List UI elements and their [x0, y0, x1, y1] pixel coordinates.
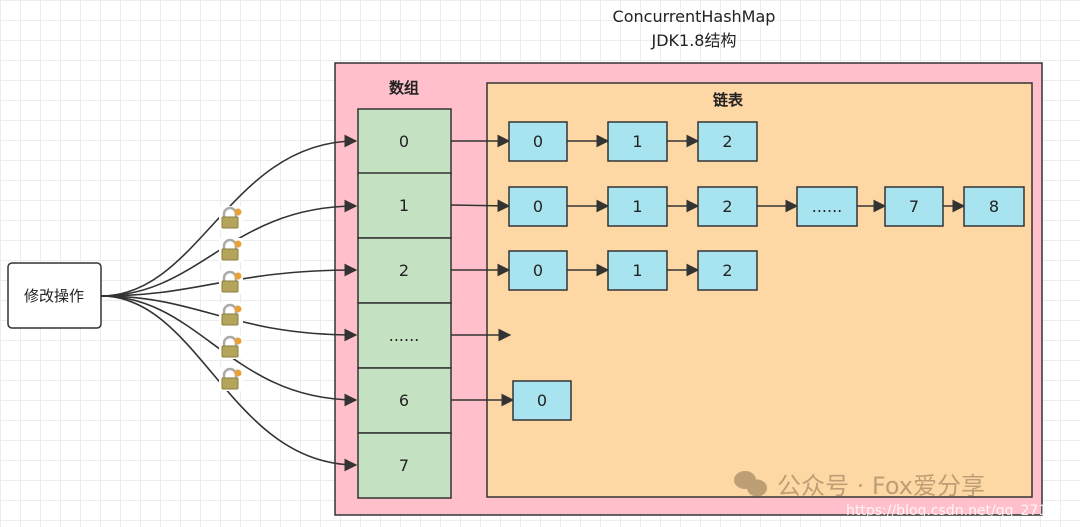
list-node: [607, 250, 668, 291]
list-node-label: 2: [722, 132, 732, 151]
list-node: [796, 186, 858, 227]
array-cell-label: 6: [399, 391, 409, 410]
linked-list-label: 链表: [713, 91, 744, 109]
lock-icon: [219, 303, 243, 327]
watermark-url: https://blog.csdn.net/qq_27184497: [846, 503, 1080, 519]
lock-icon: [219, 270, 243, 294]
array-cell-label: 0: [399, 132, 409, 151]
list-node-label: 7: [909, 197, 919, 216]
lock-icon: [219, 206, 243, 230]
array-cell: [357, 367, 452, 434]
list-node: [697, 121, 758, 162]
array-cell-label: ......: [389, 326, 420, 345]
list-node-label: ......: [812, 197, 843, 216]
modify-arrow: [100, 295, 358, 472]
list-node-label: 2: [722, 261, 732, 280]
list-node-label: 1: [632, 132, 642, 151]
list-node-label: 0: [533, 261, 543, 280]
watermark-wechat: 公众号 · Fox爱分享: [777, 472, 985, 500]
array-cell: [357, 432, 452, 499]
list-node-label: 0: [533, 132, 543, 151]
list-node-label: 0: [537, 391, 547, 410]
lock-icon: [219, 367, 243, 391]
modify-arrow: [100, 295, 358, 407]
list-node: [508, 250, 568, 291]
list-node: [508, 186, 568, 227]
modify-arrow: [100, 295, 358, 342]
list-node-label: 2: [722, 197, 732, 216]
linked-list-area: [486, 82, 1033, 498]
modify-arrow: [100, 134, 358, 297]
array-cell-label: 7: [399, 456, 409, 475]
list-node: [512, 380, 572, 421]
modify-arrow: [100, 199, 358, 297]
title-line1: ConcurrentHashMap: [613, 7, 776, 26]
list-node: [607, 121, 668, 162]
list-node-label: 8: [989, 197, 999, 216]
bucket-arrow: [450, 199, 511, 213]
array-cell-label: 2: [399, 261, 409, 280]
watermark: 公众号 · Fox爱分享: [734, 471, 985, 500]
array-cell: [357, 172, 452, 239]
list-node-label: 1: [632, 197, 642, 216]
wechat-icon: [734, 471, 767, 497]
list-node: [607, 186, 668, 227]
array-cell: [357, 108, 452, 175]
lock-icon: [219, 335, 243, 359]
lock-icon: [219, 238, 243, 262]
array-label: 数组: [389, 79, 419, 97]
title-line2: JDK1.8结构: [651, 31, 737, 50]
list-node-label: 0: [533, 197, 543, 216]
list-node: [697, 250, 758, 291]
list-node-label: 1: [632, 261, 642, 280]
array-cell-label: 1: [399, 196, 409, 215]
modify-arrow: [100, 263, 358, 297]
list-node: [697, 186, 758, 227]
modify-operation-label: 修改操作: [24, 287, 84, 305]
list-node: [963, 186, 1025, 227]
